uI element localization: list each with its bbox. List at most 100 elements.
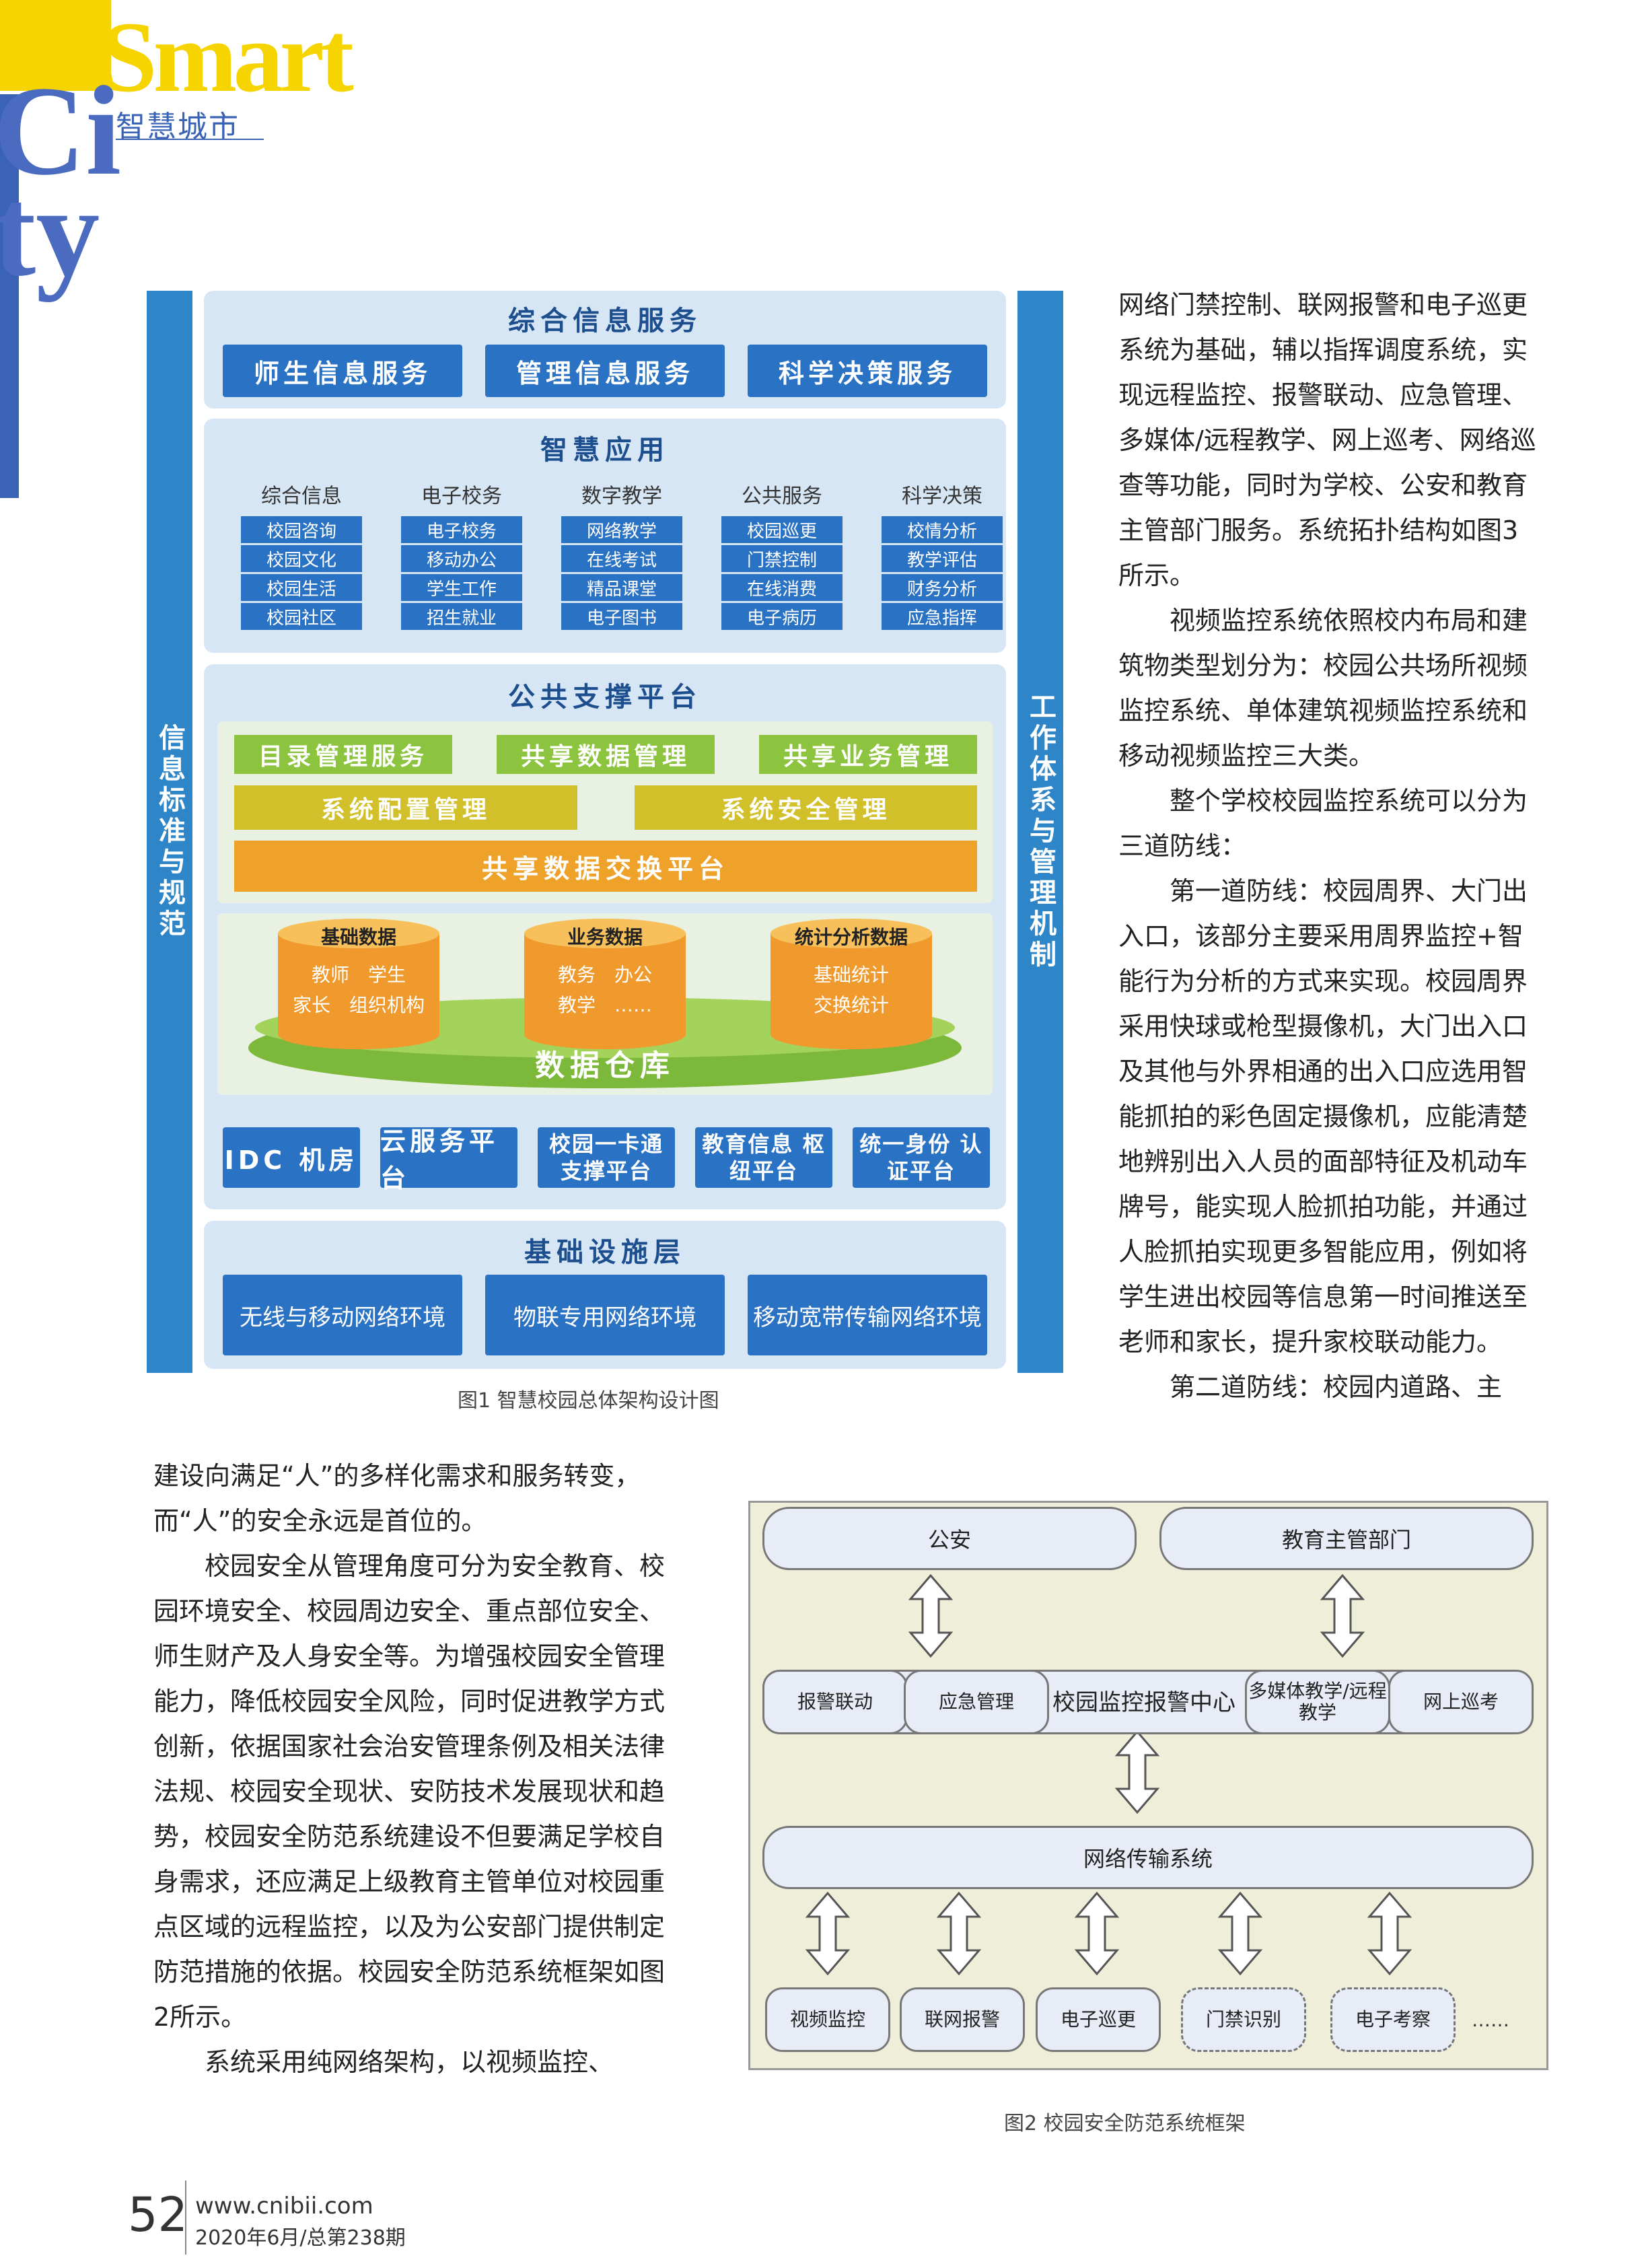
app-cell: 招生就业 <box>401 603 522 630</box>
column-head: 数字教学 <box>581 485 662 508</box>
right-column-text: 网络门禁控制、联网报警和电子巡更系统为基础，辅以指挥调度系统，实现远程监控、报警… <box>1118 283 1542 1410</box>
node-net-alarm: 联网报警 <box>900 1987 1025 2052</box>
node-control-center: 校园监控报警中心 <box>1052 1689 1235 1716</box>
panel-smart-app: 智慧应用 综合信息 电子校务 数字教学 公共服务 科学决策 校园咨询 校园文化 … <box>204 419 1006 653</box>
column-head: 电子校务 <box>421 485 502 508</box>
infra-button: IDC 机房 <box>223 1127 360 1188</box>
node-access: 门禁识别 <box>1181 1987 1306 2052</box>
green-button: 共享业务管理 <box>759 735 977 774</box>
app-cell: 财务分析 <box>882 574 1003 601</box>
node-police: 公安 <box>762 1507 1137 1570</box>
app-cell: 学生工作 <box>401 574 522 601</box>
footer-url: www.cnibii.com <box>195 2193 373 2220</box>
masthead-stripe <box>0 94 19 498</box>
service-button: 管理信息服务 <box>485 345 725 397</box>
exchange-platform: 共享数据交换平台 <box>234 841 977 892</box>
network-button: 物联专用网络环境 <box>485 1275 725 1355</box>
app-cell: 校园生活 <box>241 574 362 601</box>
cylinder-text: 教学 …… <box>557 994 652 1016</box>
service-button: 科学决策服务 <box>748 345 987 397</box>
node-education-dept: 教育主管部门 <box>1159 1507 1534 1570</box>
figure-1-architecture: 信息标准与规范 工作体系与管理机制 综合信息服务 师生信息服务 管理信息服务 科… <box>147 291 1063 1373</box>
masthead-city: City <box>0 61 121 303</box>
app-cell: 在线消费 <box>721 574 843 601</box>
node-emergency: 应急管理 <box>904 1670 1049 1734</box>
cylinder-text: 交换统计 <box>813 994 889 1016</box>
node-ellipsis: …… <box>1472 2009 1509 2031</box>
masthead-cn: 智慧城市 <box>116 110 240 144</box>
panel-title: 基础设施层 <box>524 1237 686 1268</box>
cylinder-text: 教师 学生 <box>311 964 406 986</box>
column-head: 科学决策 <box>902 485 982 508</box>
paragraph: 校园安全从管理角度可分为安全教育、校园环境安全、校园周边安全、重点部位安全、师生… <box>153 1551 666 2032</box>
app-cell: 网络教学 <box>561 516 682 543</box>
panel-support-platform: 公共支撑平台 目录管理服务 共享数据管理 共享业务管理 系统配置管理 系统安全管… <box>204 664 1006 1209</box>
panel-infrastructure: 基础设施层 无线与移动网络环境 物联专用网络环境 移动宽带传输网络环境 <box>204 1221 1006 1369</box>
app-cell: 电子图书 <box>561 603 682 630</box>
column-head: 综合信息 <box>261 485 342 508</box>
masthead-smart: Smart <box>101 1 354 113</box>
node-network: 网络传输系统 <box>762 1826 1534 1889</box>
left-bar: 信息标准与规范 <box>147 291 192 1373</box>
infra-button: 校园一卡通 支撑平台 <box>538 1127 675 1188</box>
panel-title: 智慧应用 <box>540 435 670 466</box>
cylinder-title: 统计分析数据 <box>794 926 908 948</box>
node-online-exam: 网上巡考 <box>1388 1670 1534 1734</box>
panel-title: 综合信息服务 <box>508 306 702 336</box>
service-button: 师生信息服务 <box>223 345 462 397</box>
node-alarm-linkage: 报警联动 <box>762 1670 908 1734</box>
app-cell: 电子校务 <box>401 516 522 543</box>
paragraph: 系统采用纯网络架构，以视频监控、 <box>205 2047 614 2077</box>
infra-button: 统一身份 认证平台 <box>853 1127 990 1188</box>
app-cell: 校园社区 <box>241 603 362 630</box>
app-cell: 教学评估 <box>882 545 1003 572</box>
paragraph: 整个学校校园监控系统可以分为三道防线： <box>1118 786 1528 861</box>
warehouse-label: 数据仓库 <box>535 1049 675 1083</box>
app-cell: 电子病历 <box>721 603 843 630</box>
page-number: 52 <box>128 2187 188 2242</box>
cylinder-text: 家长 组织机构 <box>292 994 425 1016</box>
app-cell: 校园文化 <box>241 545 362 572</box>
figure-2-framework: 公安 教育主管部门 报警联动 应急管理 校园监控报警中心 多媒体教学/远程教学 … <box>748 1501 1548 2070</box>
infra-button: 教育信息 枢纽平台 <box>695 1127 832 1188</box>
app-cell: 精品课堂 <box>561 574 682 601</box>
column-head: 公共服务 <box>742 485 822 508</box>
node-multimedia: 多媒体教学/远程教学 <box>1245 1670 1390 1734</box>
paragraph: 建设向满足“人”的多样化需求和服务转变，而“人”的安全永远是首位的。 <box>153 1461 641 1536</box>
network-button: 无线与移动网络环境 <box>223 1275 462 1355</box>
olive-button: 系统配置管理 <box>234 785 577 830</box>
app-cell: 门禁控制 <box>721 545 843 572</box>
paragraph: 网络门禁控制、联网报警和电子巡更系统为基础，辅以指挥调度系统，实现远程监控、报警… <box>1118 290 1536 590</box>
app-cell: 在线考试 <box>561 545 682 572</box>
right-bar: 工作体系与管理机制 <box>1017 291 1063 1373</box>
app-cell: 校情分析 <box>882 516 1003 543</box>
figure-2-caption: 图2 校园安全防范系统框架 <box>1004 2112 1246 2135</box>
left-column-text: 建设向满足“人”的多样化需求和服务转变，而“人”的安全永远是首位的。 校园安全从… <box>153 1454 678 2085</box>
app-cell: 移动办公 <box>401 545 522 572</box>
paragraph: 第一道防线：校园周界、大门出入口，该部分主要采用周界监控+智能行为分析的方式来实… <box>1118 876 1528 1357</box>
paragraph: 第二道防线：校园内道路、主 <box>1170 1372 1503 1402</box>
cylinder-title: 业务数据 <box>567 926 643 948</box>
panel-title: 公共支撑平台 <box>508 682 702 713</box>
olive-button: 系统安全管理 <box>635 785 977 830</box>
app-cell: 校园巡更 <box>721 516 843 543</box>
node-video: 视频监控 <box>765 1987 890 2052</box>
node-patrol: 电子巡更 <box>1036 1987 1161 2052</box>
footer-issue: 2020年6月/总第238期 <box>195 2226 406 2250</box>
paragraph: 视频监控系统依照校内布局和建筑物类型划分为：校园公共场所视频监控系统、单体建筑视… <box>1118 606 1528 771</box>
infra-button: 云服务平台 <box>380 1127 517 1193</box>
app-cell: 校园咨询 <box>241 516 362 543</box>
panel-info-service: 综合信息服务 师生信息服务 管理信息服务 科学决策服务 <box>204 291 1006 409</box>
cylinder-text: 教务 办公 <box>557 964 652 986</box>
app-cell: 应急指挥 <box>882 603 1003 630</box>
footer-divider <box>185 2181 186 2255</box>
cylinder-title: 基础数据 <box>320 926 396 948</box>
masthead-block <box>0 0 111 91</box>
figure-2-arrows <box>806 1574 1411 1975</box>
warehouse-graphic <box>217 913 993 1095</box>
node-inspection: 电子考察 <box>1330 1987 1456 2052</box>
masthead-rule <box>116 139 264 140</box>
cylinder-text: 基础统计 <box>813 964 889 986</box>
green-button: 目录管理服务 <box>234 735 452 774</box>
figure-1-caption: 图1 智慧校园总体架构设计图 <box>458 1389 719 1413</box>
